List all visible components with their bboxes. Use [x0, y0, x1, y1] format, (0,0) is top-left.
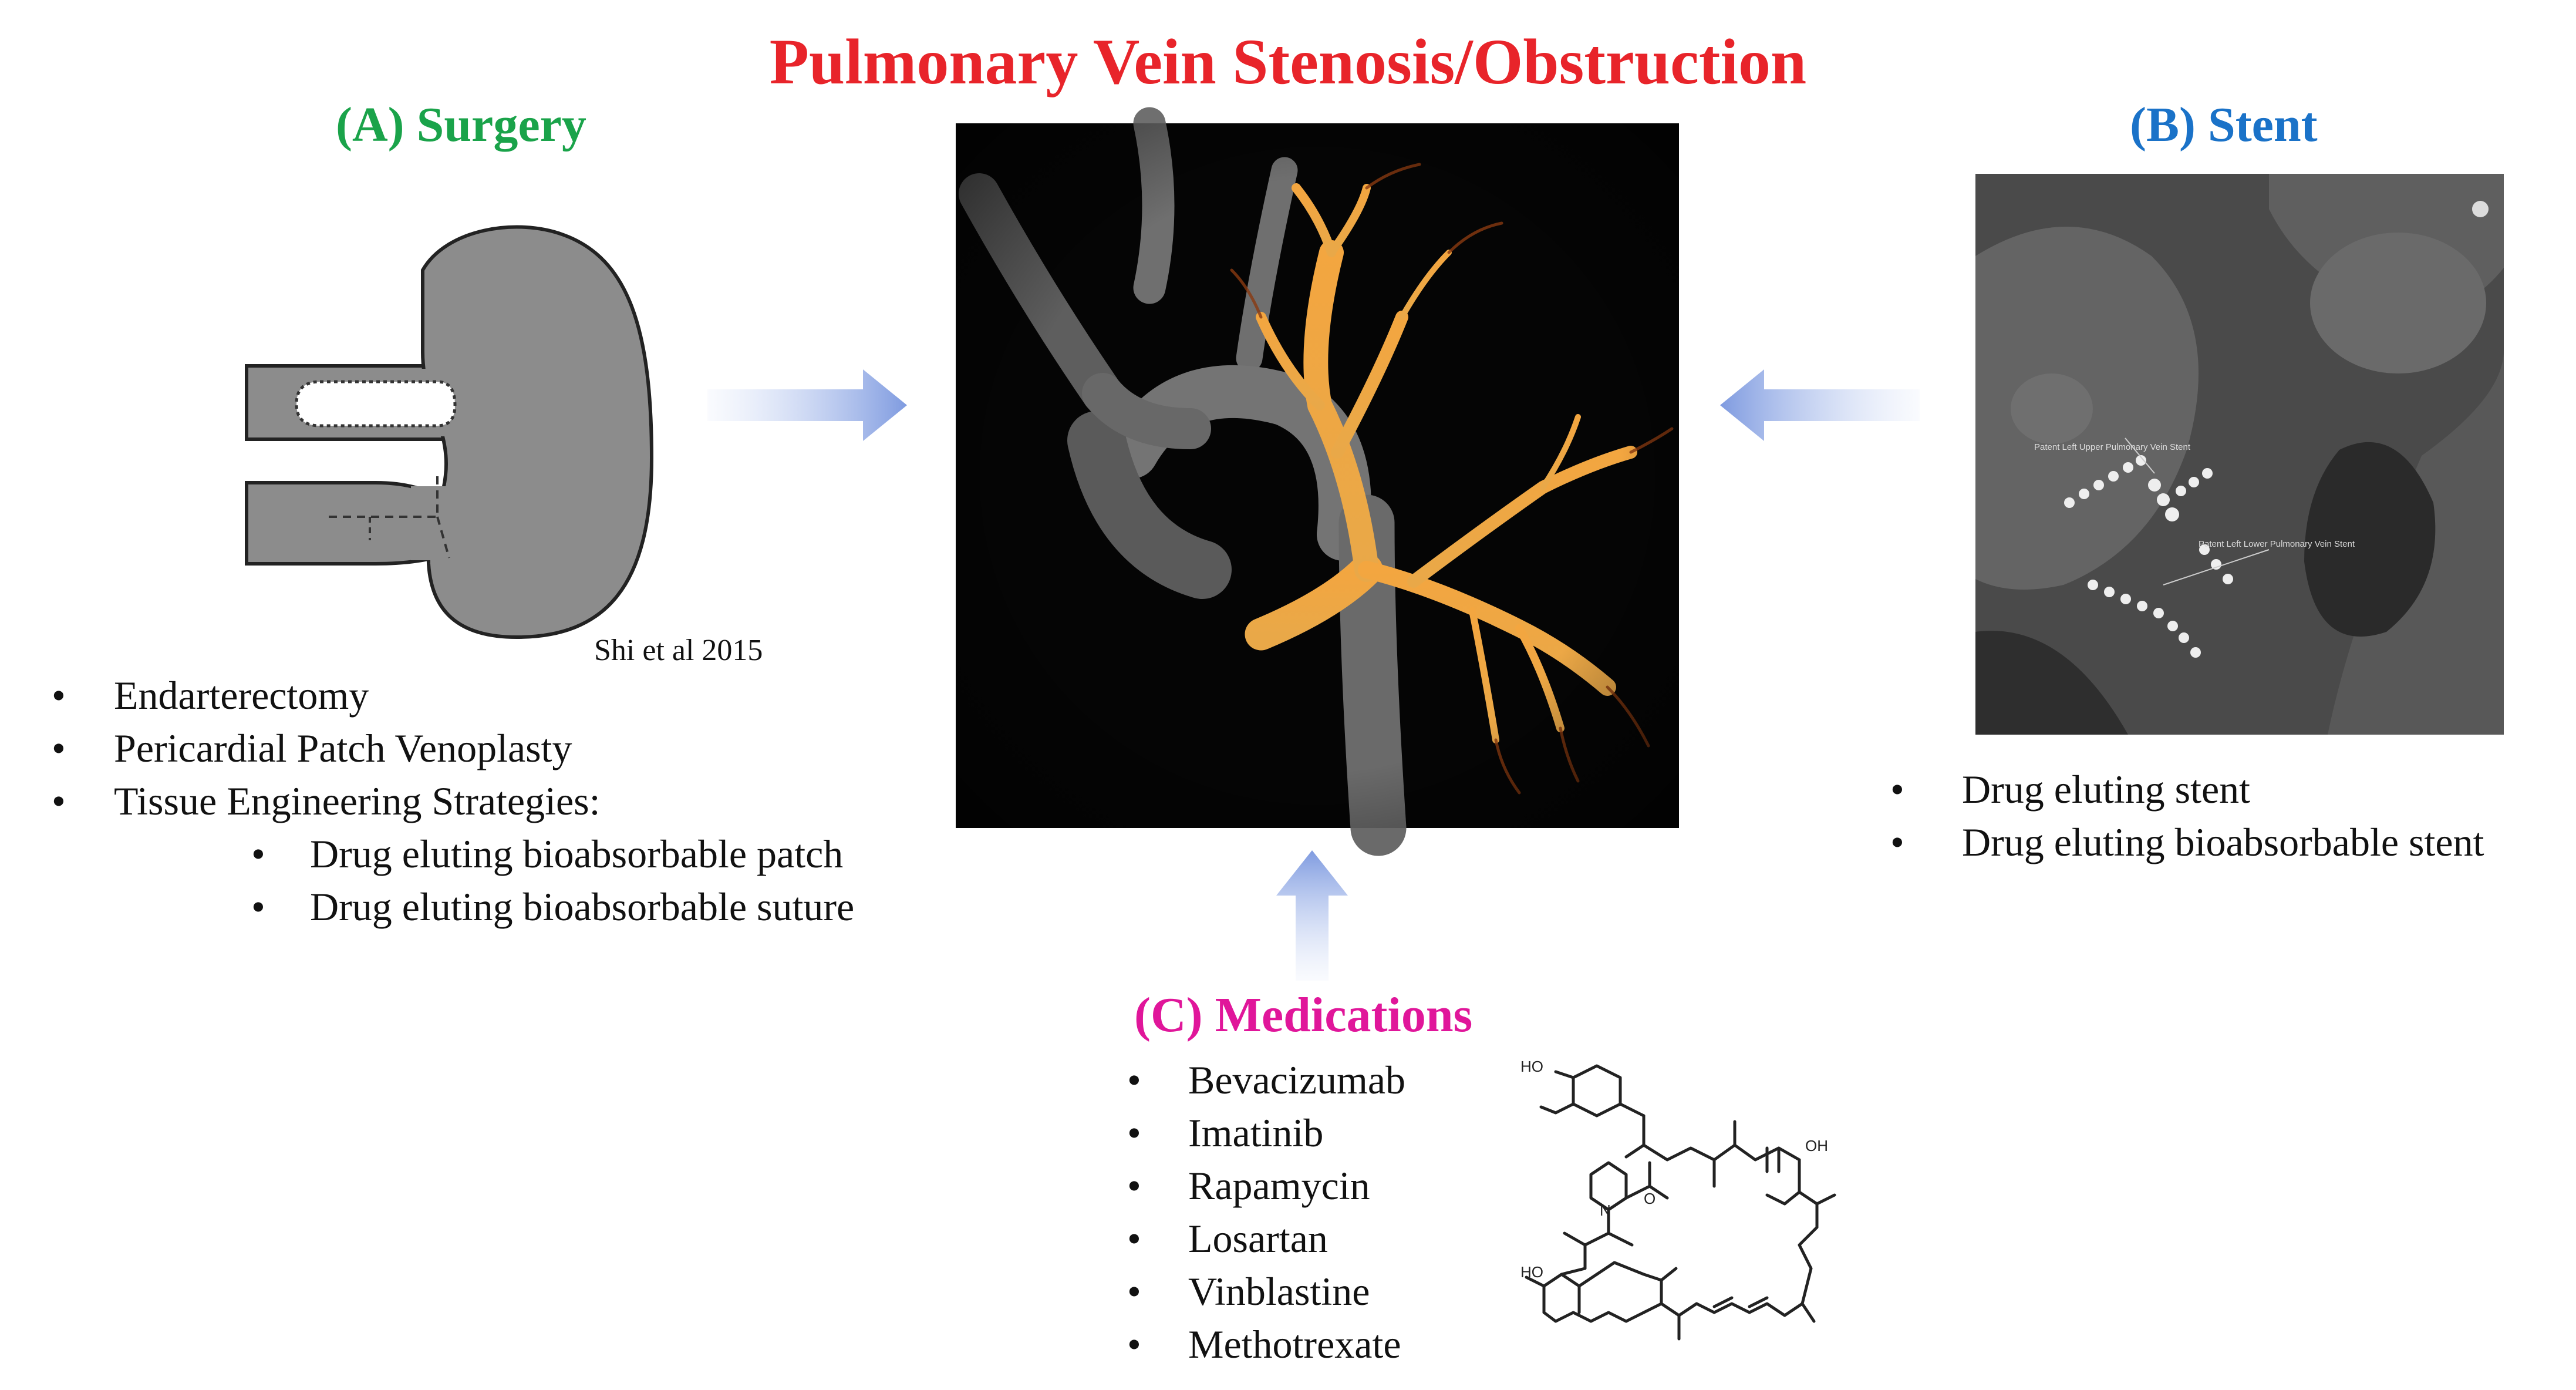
pulmonary-vein-3d-render: [956, 107, 1679, 856]
arrow-up-icon: [1276, 850, 1348, 981]
medications-section-title: (C) Medications: [1134, 988, 1473, 1042]
ct-label-lower: Patent Left Lower Pulmonary Vein Stent: [2199, 539, 2355, 549]
molecule-label: HO: [1520, 1263, 1543, 1281]
molecule-label: HO: [1520, 1058, 1543, 1075]
ct-label-upper: Patent Left Upper Pulmonary Vein Stent: [2034, 442, 2191, 452]
arrow-right-icon: [707, 369, 907, 441]
arrow-left-icon: [1720, 369, 1920, 441]
molecule-label: N: [1600, 1201, 1611, 1219]
molecule-label: O: [1644, 1190, 1655, 1207]
stent-ct-image: Patent Left Upper Pulmonary Vein Stent P…: [1975, 174, 2504, 735]
surgery-citation: Shi et al 2015: [594, 634, 763, 667]
molecule-label: OH: [1805, 1137, 1828, 1155]
surgery-section-title: (A) Surgery: [336, 97, 586, 152]
rapamycin-structure: HO OH HO N O: [1520, 1058, 1836, 1341]
stent-section-title: (B) Stent: [2130, 97, 2318, 152]
figure-title: Pulmonary Vein Stenosis/Obstruction: [769, 26, 1807, 97]
